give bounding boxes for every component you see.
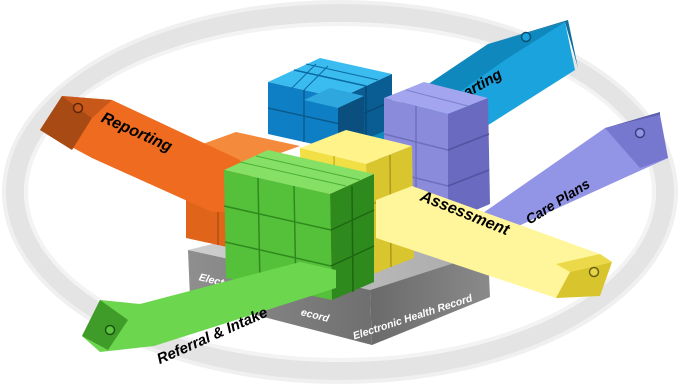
assessment-hole-icon [588,266,600,278]
referral-hole-icon [104,324,116,336]
reporting-arrow[interactable]: Reporting [40,96,240,212]
care-plans-hole-icon [634,127,646,139]
echarting-hole-icon [520,31,532,43]
reporting-hole-icon [72,102,84,114]
